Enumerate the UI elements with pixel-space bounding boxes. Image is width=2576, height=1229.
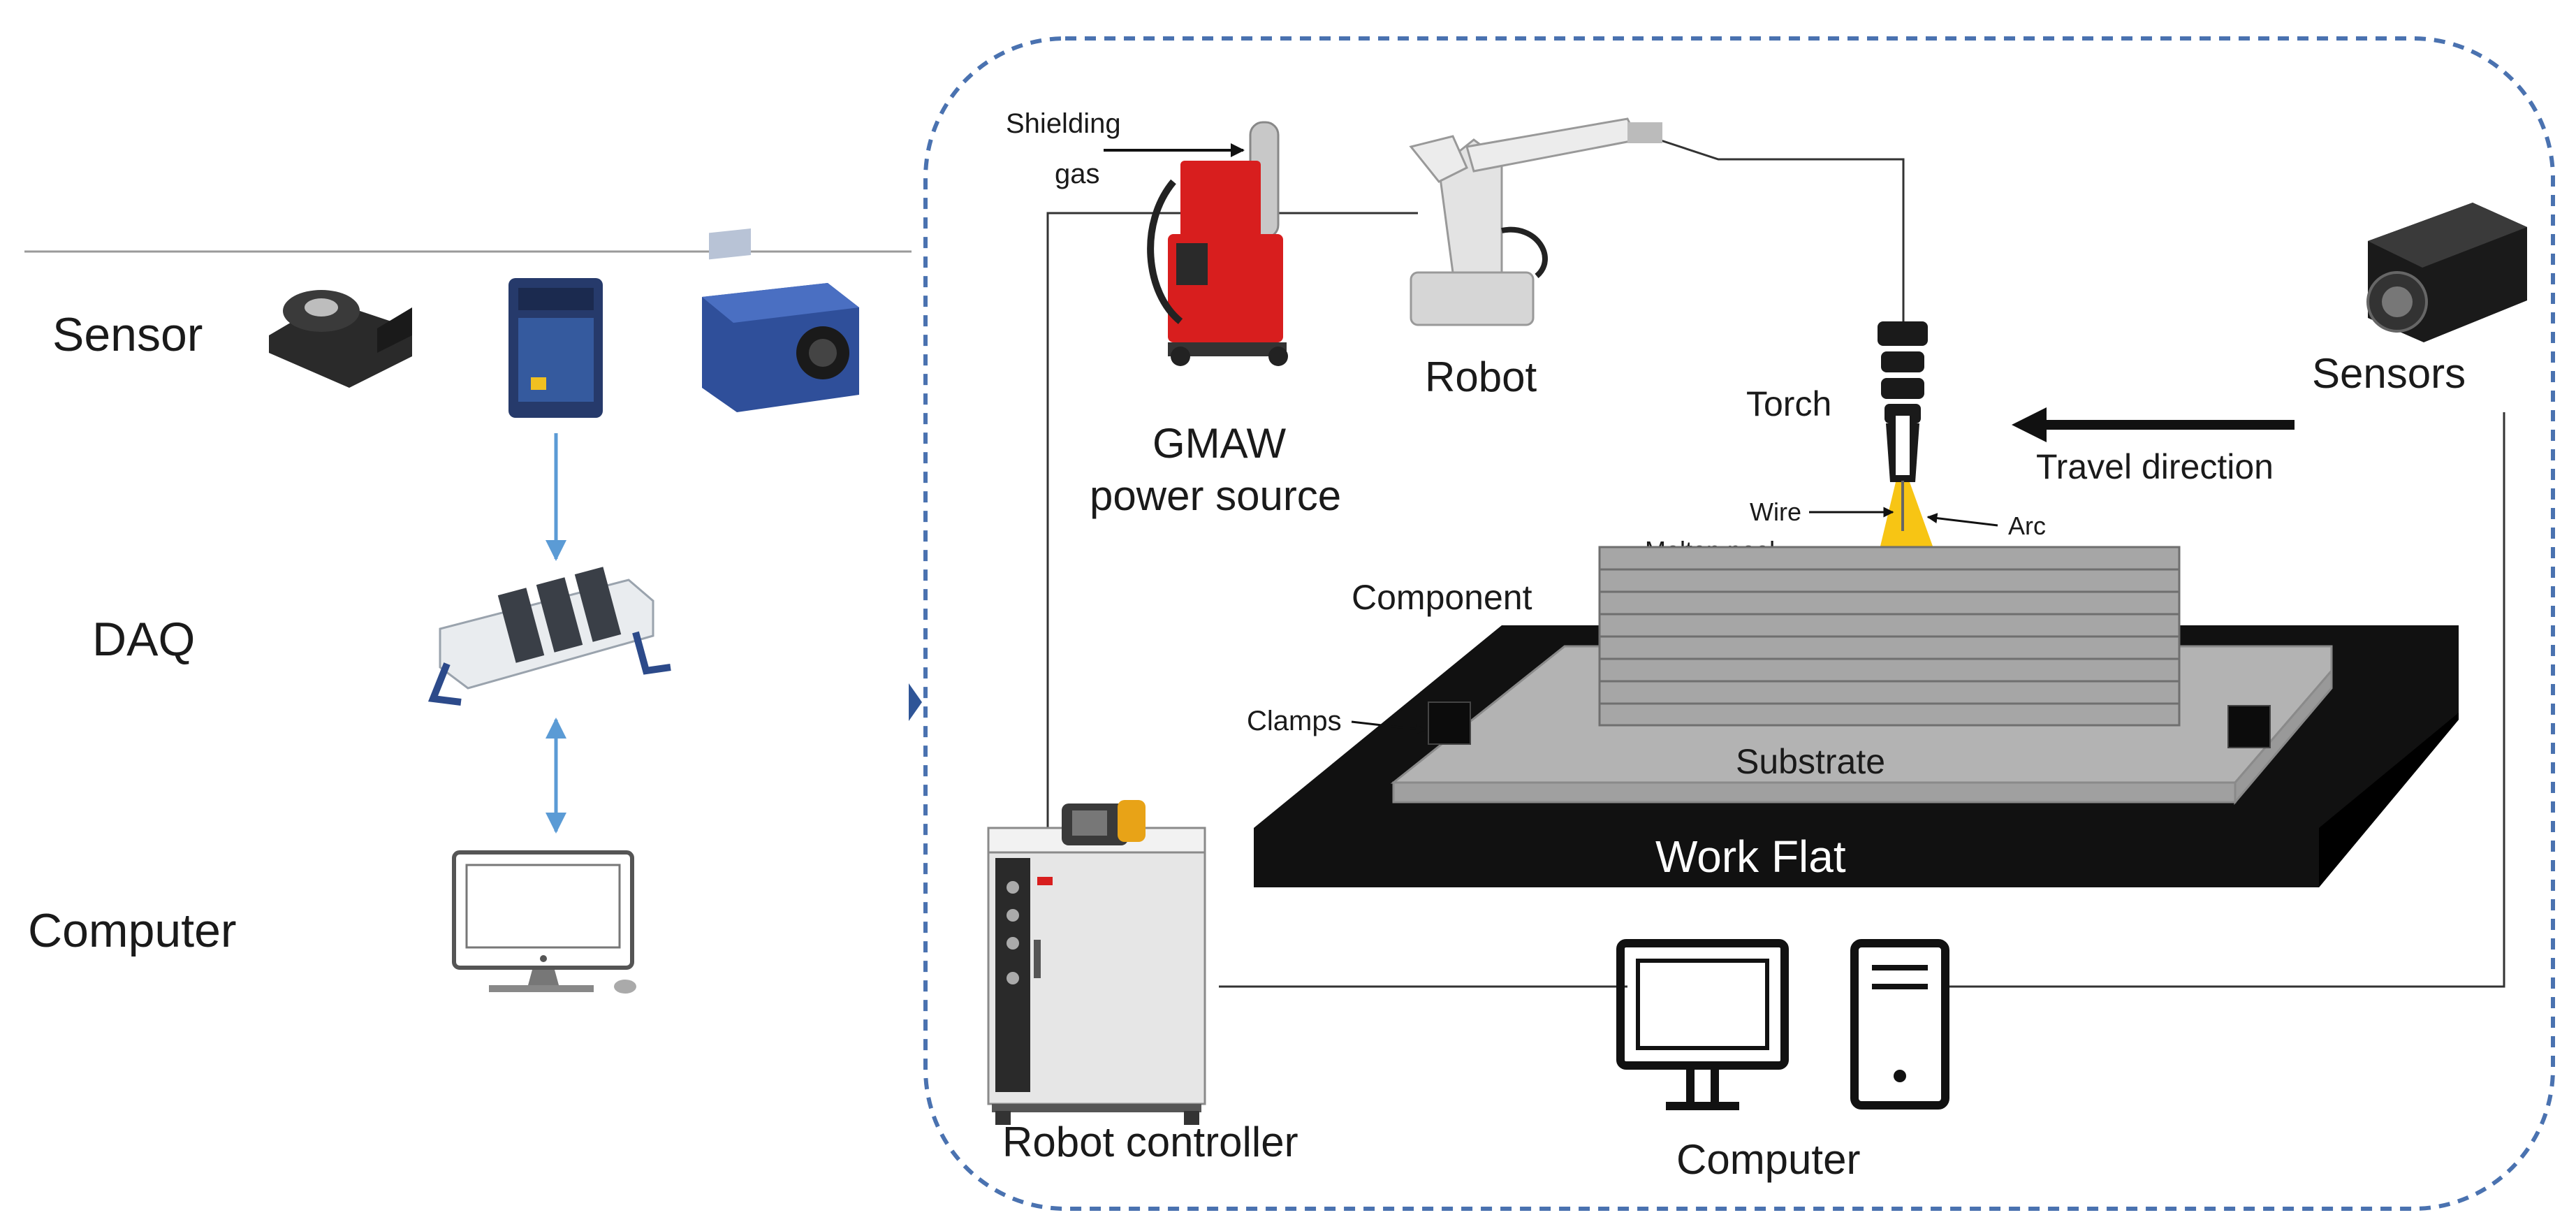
controller-robot-wire	[1046, 212, 1418, 828]
robot-label: Robot	[1425, 354, 1537, 400]
camera-sensor-icon	[508, 278, 603, 418]
robot-arm-icon	[1409, 117, 1662, 326]
desktop-computer-icon	[452, 850, 636, 994]
shielding-gas-label-2: gas	[1055, 159, 1100, 189]
computer-label: Computer	[1676, 1136, 1860, 1183]
component-label: Component	[1352, 578, 1532, 617]
left-daq-label: DAQ	[92, 613, 195, 666]
sensors-camera-icon	[2366, 203, 2527, 342]
computer-workstation-icon	[1616, 939, 1949, 1110]
travel-direction-label: Travel direction	[2036, 447, 2274, 486]
component-stack	[1598, 546, 2181, 727]
robot-controller-label: Robot controller	[1002, 1119, 1298, 1165]
gmaw-power-source-icon	[1147, 121, 1288, 366]
arc-pointer	[1926, 513, 1998, 527]
torch-label: Torch	[1746, 384, 1831, 423]
gmaw-label: GMAW	[1152, 420, 1286, 467]
panel-pointer-icon	[909, 683, 922, 721]
computer-sensors-wire	[1942, 412, 2505, 988]
clamps-label: Clamps	[1247, 706, 1342, 736]
clamp-left-icon	[1428, 701, 1471, 745]
left-sensor-label: Sensor	[52, 308, 203, 361]
system-dashed-border	[923, 36, 2555, 1211]
arc-label: Arc	[2008, 511, 2046, 540]
daq-device-icon	[427, 567, 671, 706]
gmaw-label-2: power source	[1090, 472, 1341, 519]
work-flat-label: Work Flat	[1655, 831, 1846, 882]
sensors-label: Sensors	[2312, 350, 2466, 397]
robot-torch-cable	[1658, 138, 1905, 321]
shielding-gas-label: Shielding	[1006, 108, 1121, 139]
welding-torch-icon	[1878, 321, 1928, 482]
robot-controller-icon	[987, 800, 1206, 1125]
current-sensor-icon	[269, 290, 412, 388]
wire-label: Wire	[1750, 497, 1801, 526]
arc-shape	[1879, 482, 1935, 552]
travel-direction-arrowhead	[2012, 407, 2047, 442]
box-camera-icon	[702, 228, 859, 412]
clamps-pointer	[1351, 720, 1426, 734]
clamp-right-icon	[2227, 705, 2271, 748]
substrate-label: Substrate	[1736, 742, 1885, 781]
left-computer-label: Computer	[28, 904, 237, 957]
